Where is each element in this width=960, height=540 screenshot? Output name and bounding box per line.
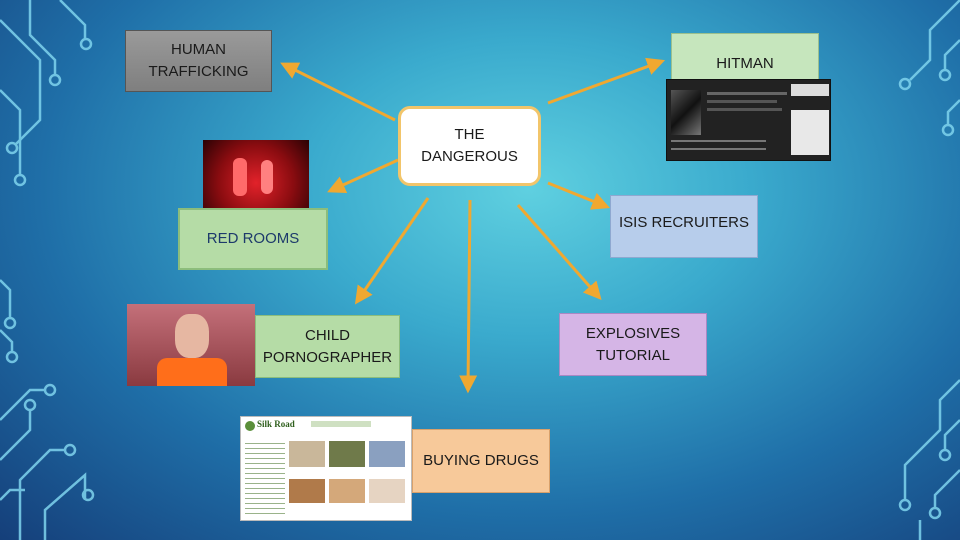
child-pornographer-box: CHILD PORNOGRAPHER <box>255 315 400 378</box>
center-box: THE DANGEROUS <box>398 106 541 186</box>
arrow-to-red-rooms <box>332 160 398 190</box>
arrow-to-human-trafficking <box>285 65 395 120</box>
arrow-to-hitman <box>548 62 660 103</box>
prisoner-photo <box>127 304 255 386</box>
arrow-to-child <box>358 198 428 300</box>
center-label-line2: DANGEROUS <box>421 146 518 168</box>
buying-drugs-box: BUYING DRUGS <box>412 429 550 493</box>
human-trafficking-box: HUMAN TRAFFICKING <box>125 30 272 92</box>
explosives-line2: TUTORIAL <box>586 345 680 367</box>
arrow-to-drugs <box>468 200 470 388</box>
hitman-label: HITMAN <box>716 53 774 75</box>
explosives-line1: EXPLOSIVES <box>586 323 680 345</box>
silk-road-logo: Silk Road <box>257 419 295 429</box>
center-label-line1: THE <box>421 124 518 146</box>
arrow-to-isis <box>548 183 605 206</box>
hitman-box: HITMAN <box>671 33 819 83</box>
red-rooms-label: RED ROOMS <box>207 228 300 250</box>
isis-recruiters-box: ISIS RECRUITERS <box>610 195 758 258</box>
red-rooms-box: RED ROOMS <box>178 208 328 270</box>
human-trafficking-line1: HUMAN <box>149 39 249 61</box>
red-room-photo <box>203 140 309 218</box>
explosives-tutorial-box: EXPLOSIVES TUTORIAL <box>559 313 707 376</box>
child-line1: CHILD <box>263 325 392 347</box>
human-trafficking-line2: TRAFFICKING <box>149 61 249 83</box>
isis-recruiters-label: ISIS RECRUITERS <box>619 212 749 234</box>
arrow-to-explosives <box>518 205 598 296</box>
child-line2: PORNOGRAPHER <box>263 347 392 369</box>
buying-drugs-label: BUYING DRUGS <box>423 450 539 472</box>
silk-road-screenshot: Silk Road <box>240 416 412 521</box>
hitman-website-screenshot <box>666 79 831 161</box>
